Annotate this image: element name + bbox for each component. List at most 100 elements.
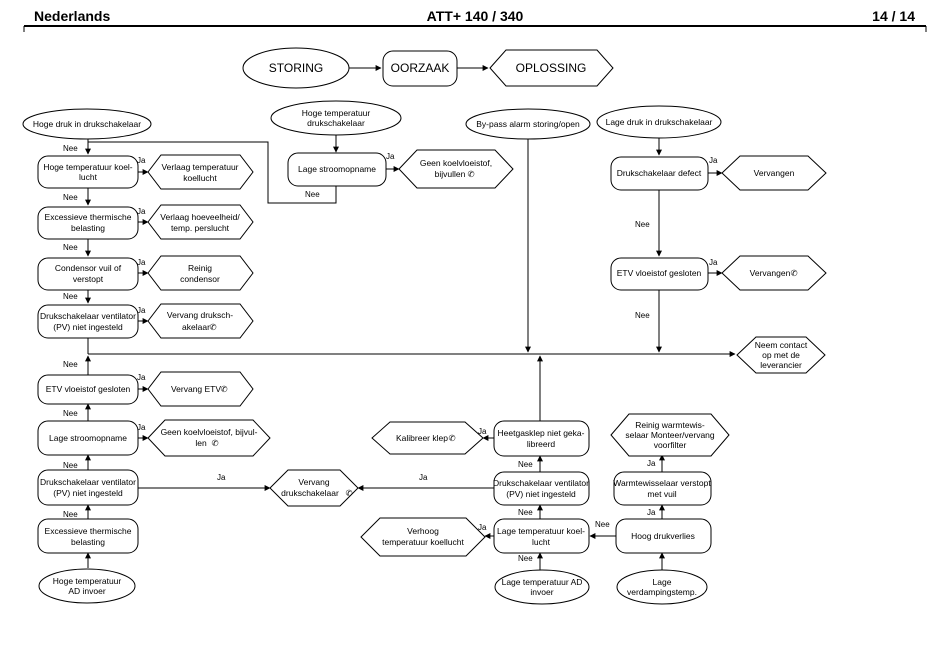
label-nee: Nee (518, 460, 533, 469)
solution-vervangen-1 (721, 155, 827, 191)
solution-label: Vervangen (750, 268, 791, 278)
solution-reinig-condensor (147, 255, 254, 291)
branch-labels: Nee Nee Nee Nee Nee Nee Nee Nee Ja Ja Ja… (63, 144, 718, 563)
cause-etv-gesloten-left (37, 374, 139, 405)
solution-label: koellucht (183, 173, 217, 183)
label-ja: Ja (386, 152, 395, 161)
cause-label: belasting (71, 223, 105, 233)
legend-oplossing-label: OPLOSSING (516, 61, 587, 75)
cause-label: verstopt (73, 274, 104, 284)
legend: STORING OORZAAK OPLOSSING (242, 47, 614, 89)
cause-etv-gesloten-right (610, 257, 709, 291)
header-rules (23, 25, 927, 32)
solution-vervang-drukschakelaar-top (147, 303, 254, 339)
solution-vervang-etv (147, 371, 254, 407)
legend-oorzaak-label: OORZAAK (391, 61, 450, 75)
solution-label: voorfilter (654, 440, 687, 450)
label-nee: Nee (63, 461, 78, 470)
solution-label: condensor (180, 274, 220, 284)
service-phone-icon: ✆ (211, 438, 219, 448)
label-nee: Nee (63, 144, 78, 153)
cause-label: Excessieve thermische (45, 212, 132, 222)
start-hoge-druk-label: Hoge druk in drukschakelaar (33, 119, 141, 129)
start-hoge-temp-drukschakelaar (270, 100, 402, 136)
solution-label: leverancier (760, 360, 802, 370)
label-ja: Ja (709, 258, 718, 267)
label-ja: Ja (217, 473, 226, 482)
start-hoge-temp-ad-label-1: Hoge temperatuur (53, 576, 122, 586)
flow-connectors (85, 134, 736, 570)
legend-oplossing-shape (489, 49, 614, 87)
service-phone-icon: ✆ (790, 268, 798, 278)
solution-label: bijvullen (435, 169, 466, 179)
cause-condensor-vuil (37, 257, 139, 291)
cause-label: Hoog drukverlies (631, 531, 695, 541)
start-lage-temp-ad (494, 569, 590, 605)
start-lage-verdampingstemp (616, 569, 708, 605)
label-ja: Ja (137, 258, 146, 267)
solution-label: Verlaag hoeveelheid/ (160, 212, 240, 222)
cause-warmtewisselaar-verstopt (613, 471, 712, 506)
cause-label: Condensor vuil of (55, 263, 122, 273)
cause-label: libreerd (527, 439, 556, 449)
label-nee: Nee (63, 243, 78, 252)
start-hoge-temp-label-1: Hoge temperatuur (302, 108, 371, 118)
label-nee: Nee (63, 193, 78, 202)
start-bypass-label: By-pass alarm storing/open (476, 119, 580, 129)
cause-label: (PV) niet ingesteld (506, 489, 576, 499)
start-hoge-druk (22, 108, 152, 140)
cause-label: ETV vloeistof gesloten (46, 384, 131, 394)
solution-label: drukschakelaar (281, 488, 339, 498)
label-nee: Nee (635, 311, 650, 320)
service-phone-icon: ✆ (220, 384, 228, 394)
start-hoge-temp-label-2: drukschakelaar (307, 118, 365, 128)
solution-nodes: Verlaag temperatuur koellucht Verlaag ho… (147, 149, 827, 557)
cause-label: lucht (79, 172, 98, 182)
label-nee: Nee (635, 220, 650, 229)
cause-lage-stroomopname-top (287, 152, 387, 187)
solution-label: Neem contact (755, 340, 808, 350)
cause-nodes: Hoge temperatuur koel- lucht Excessieve … (37, 152, 712, 554)
label-ja: Ja (137, 306, 146, 315)
solution-verlaag-temperatuur (147, 154, 254, 190)
label-ja: Ja (478, 427, 487, 436)
start-nodes: Hoge druk in drukschakelaar Hoge tempera… (22, 100, 722, 605)
solution-label: op met de (762, 350, 800, 360)
label-nee: Nee (63, 360, 78, 369)
start-hoge-temp-ad (38, 568, 136, 604)
label-nee: Nee (518, 508, 533, 517)
solution-label: Geen koelvloeistof, (420, 158, 492, 168)
cause-label: (PV) niet ingesteld (53, 322, 123, 332)
cause-label: Hoge temperatuur koel- (43, 162, 132, 172)
label-nee: Nee (63, 510, 78, 519)
cause-label: Drukschakelaar ventilator (40, 311, 136, 321)
cause-label: Lage stroomopname (298, 164, 376, 174)
solution-label: Vervangen (754, 168, 795, 178)
solution-label: Reinig warmtewis- (635, 420, 705, 430)
label-ja: Ja (709, 156, 718, 165)
service-phone-icon: ✆ (345, 488, 353, 498)
cause-label: Lage stroomopname (49, 433, 127, 443)
solution-label: selaar Monteer/vervang (625, 430, 715, 440)
label-nee: Nee (518, 554, 533, 563)
solution-kalibreer-klep (371, 421, 484, 455)
cause-label: Drukschakelaar ventilator (40, 477, 136, 487)
label-ja: Ja (137, 207, 146, 216)
cause-lage-stroomopname-bottom (37, 420, 139, 456)
solution-label: Vervang ETV (171, 384, 221, 394)
label-ja: Ja (137, 373, 146, 382)
solution-geen-koelvloeistof-top (398, 149, 514, 189)
label-nee: Nee (305, 190, 320, 199)
start-lage-verd-label-1: Lage (653, 577, 672, 587)
cause-drukschakelaar-ventilator-left (37, 469, 139, 506)
solution-label: temp. perslucht (171, 223, 230, 233)
start-lage-temp-ad-label-2: invoer (530, 587, 553, 597)
label-nee: Nee (63, 409, 78, 418)
solution-neem-contact (736, 336, 826, 374)
cause-hoge-temp-koellucht (37, 155, 139, 189)
solution-label: Verhoog (407, 526, 439, 536)
cause-label: Warmtewisselaar verstopt (613, 478, 711, 488)
service-phone-icon: ✆ (467, 169, 475, 179)
label-ja: Ja (647, 459, 656, 468)
